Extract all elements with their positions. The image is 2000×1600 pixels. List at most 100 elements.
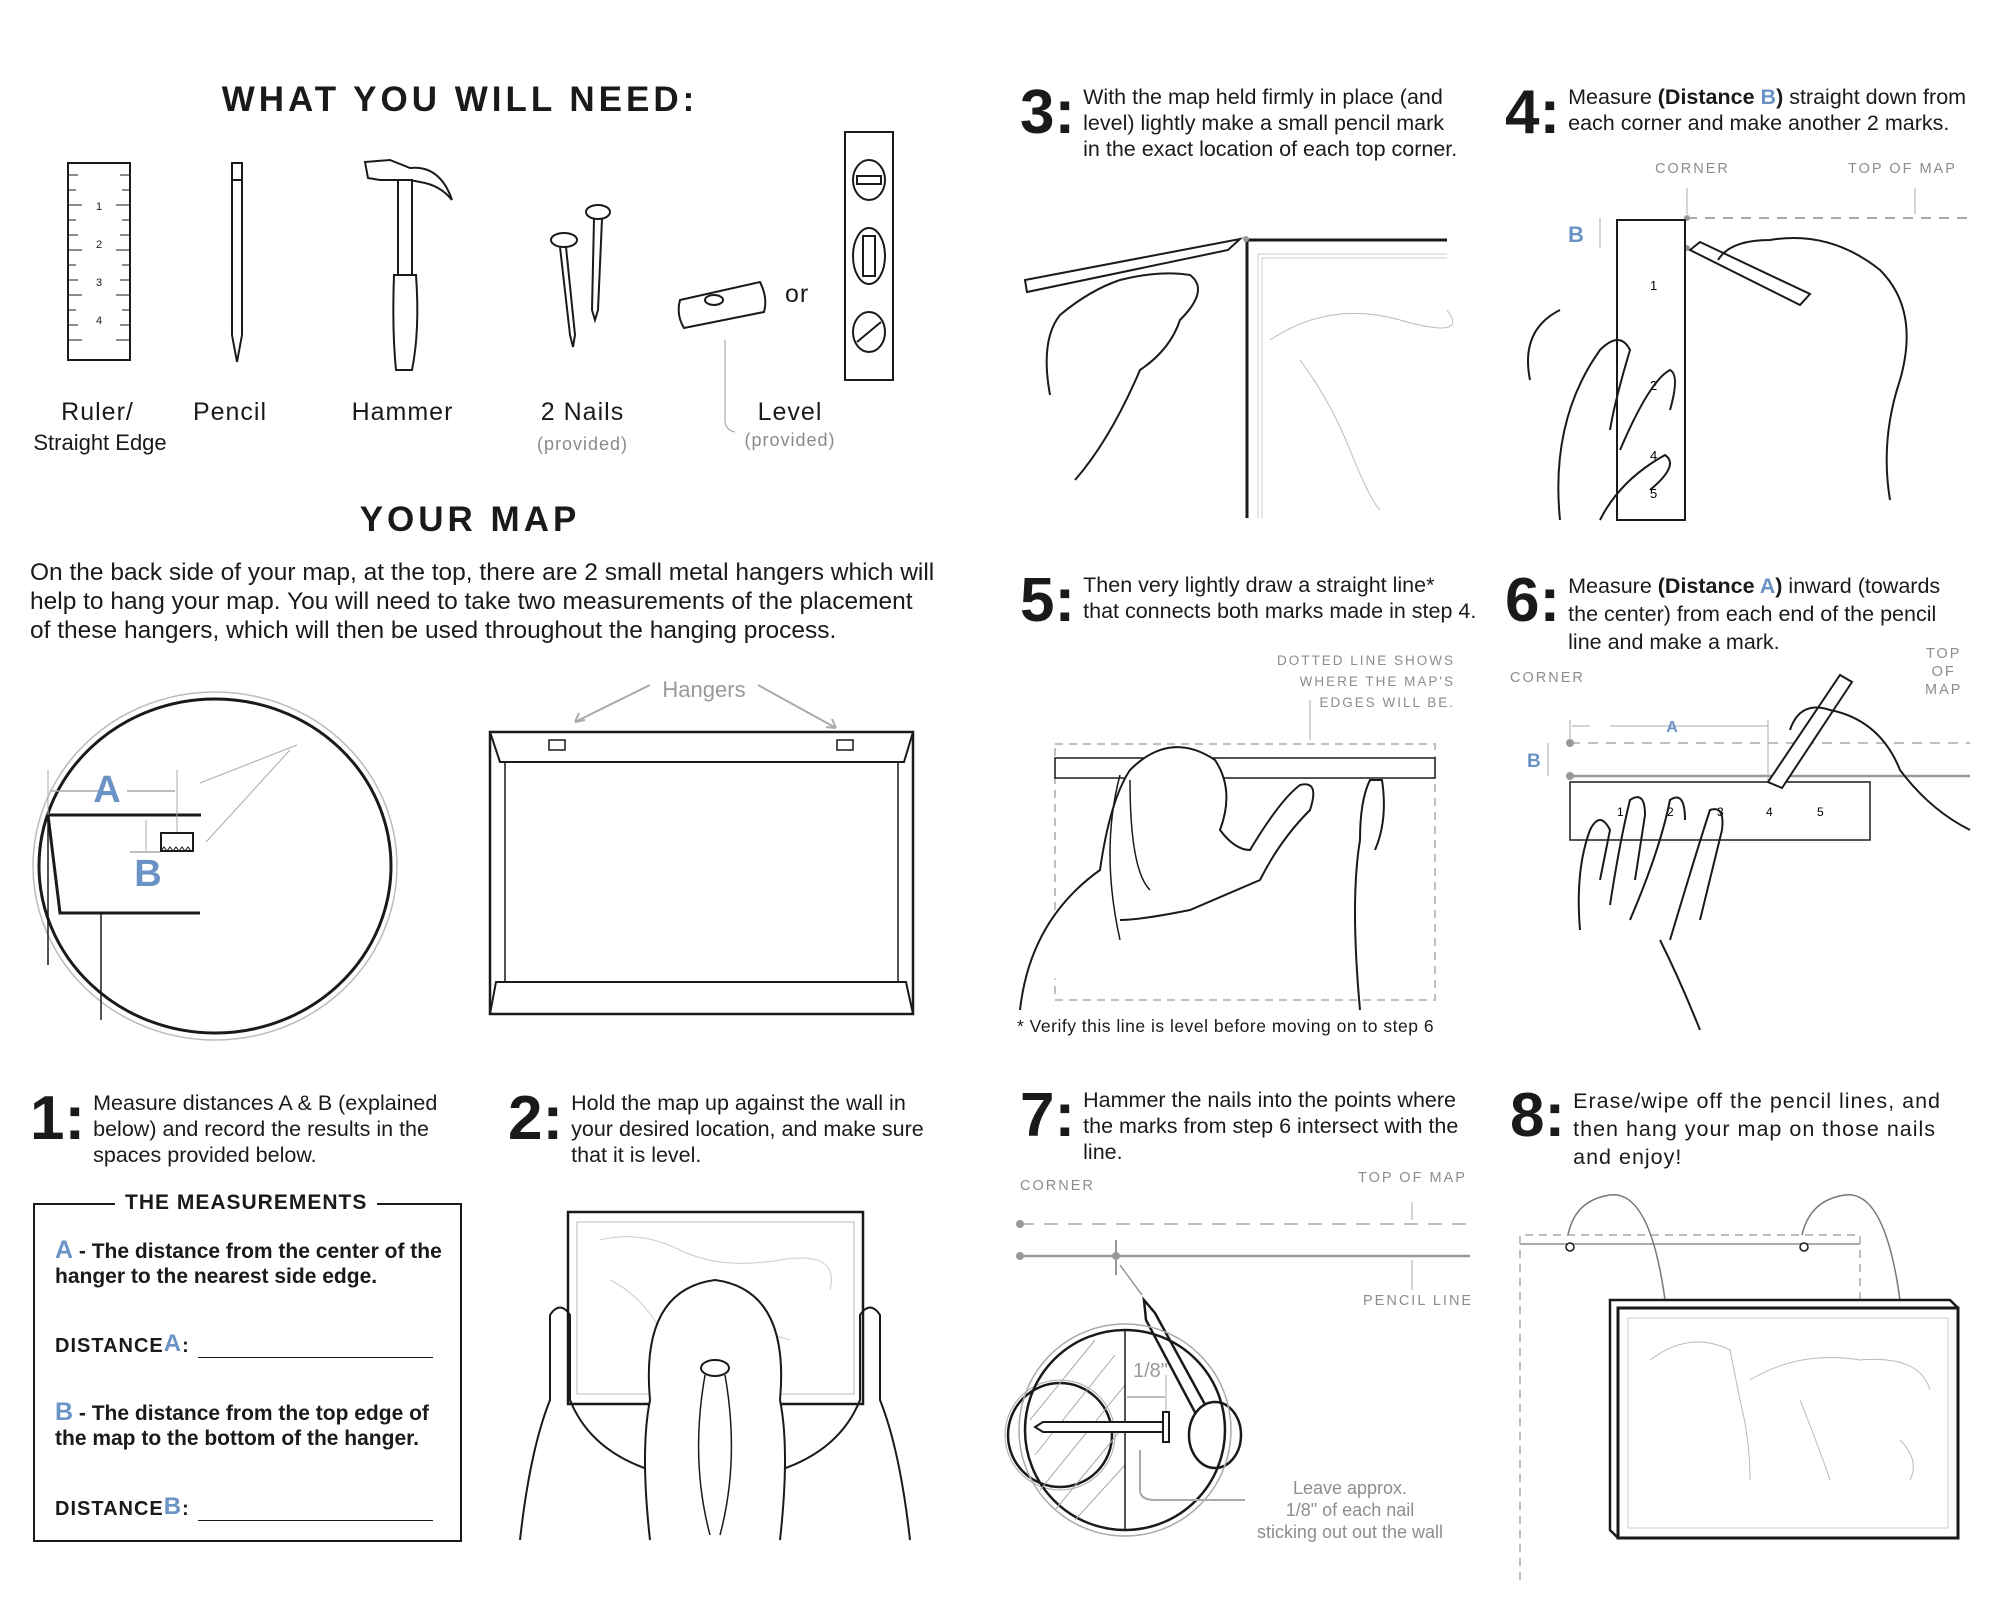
ruler-tick: 4 — [1650, 448, 1657, 463]
step-text-bold: (Distance — [1657, 574, 1760, 598]
step-text-line: With the map held firmly in place (and — [1083, 85, 1443, 109]
step-number: 4: — [1505, 78, 1561, 147]
a-label: A — [1666, 719, 1678, 736]
distance-b-field[interactable]: DISTANCE B: — [55, 1493, 433, 1521]
distance-b-letter: B — [134, 853, 161, 895]
tool-note-level: (provided) — [744, 430, 836, 450]
ruler-tick-3: 3 — [96, 277, 102, 289]
step-8-illustration — [1519, 1194, 1960, 1580]
b-desc: the map to the bottom of the hanger. — [55, 1427, 419, 1450]
hang-arrow-right — [1801, 1194, 1901, 1301]
pencil-icon — [1766, 673, 1854, 790]
right-hand-icon — [1789, 706, 1971, 831]
hanger-arrow-right — [757, 684, 837, 729]
step-text-bold: ) — [1775, 574, 1783, 598]
step-number: 6: — [1505, 566, 1561, 635]
step-text-line: below) and record the results in the — [93, 1117, 429, 1141]
ruler-tick: 4 — [1766, 805, 1773, 819]
ruler-tick-4: 4 — [96, 315, 102, 327]
step-5-illustration — [1019, 700, 1436, 1011]
nails-icon — [550, 204, 611, 348]
step-text-line: Erase/wipe off the pencil lines, and — [1573, 1089, 1942, 1113]
note-line: WHERE THE MAP'S — [1299, 674, 1455, 689]
head-hair — [644, 1278, 786, 1541]
ruler-icon — [67, 162, 131, 361]
map-edge-dashed-outline — [1054, 743, 1436, 1001]
description-line: help to hang your map. You will need to … — [30, 588, 913, 615]
distance-b-label: DISTANCE — [55, 1498, 164, 1520]
step-text: straight down from — [1783, 85, 1967, 109]
gap-label: 1/8" — [1133, 1360, 1168, 1382]
ruler-tick: 2 — [1667, 805, 1674, 819]
your-map-title: YOUR MAP — [359, 500, 581, 539]
b-label: B — [1527, 751, 1541, 772]
ruler-tick: 5 — [1650, 486, 1657, 501]
label-line: TOP — [1925, 646, 1962, 662]
tool-label-ruler: Ruler/ — [61, 398, 134, 426]
step-text-line: each corner and make another 2 marks. — [1568, 111, 1950, 135]
step-text-line: Then very lightly draw a straight line* — [1083, 573, 1435, 597]
right-arm — [1354, 779, 1385, 1011]
top-of-map-label: TOP OF MAP — [1358, 1170, 1467, 1186]
measurements-title: THE MEASUREMENTS — [115, 1191, 378, 1215]
step-5: 5: Then very lightly draw a straight lin… — [1020, 570, 1476, 632]
step-number: 1: — [30, 1084, 86, 1153]
step-text-line: Hold the map up against the wall in — [571, 1091, 906, 1115]
hanger-left-icon — [548, 739, 566, 751]
step-text-line: in the exact location of each top corner… — [1083, 137, 1458, 161]
right-hand-icon — [1717, 237, 1908, 501]
pencil-icon — [1023, 237, 1244, 294]
nail-left — [1565, 1242, 1575, 1252]
step-text-line: the center) from each end of the pencil — [1568, 602, 1937, 626]
distance-b-blank[interactable] — [197, 1519, 433, 1521]
step-6: 6: Measure (Distance A) inward (towards … — [1505, 566, 1940, 656]
map-position-dashed-outline — [1519, 1234, 1861, 1580]
or-label: or — [785, 280, 810, 308]
hanger-arrow-left — [574, 684, 651, 723]
hanger-diagram: A B Hangers — [32, 677, 915, 1041]
step-text-line: Hammer the nails into the points where — [1083, 1088, 1456, 1112]
step-3: 3: With the map held firmly in place (an… — [1020, 82, 1458, 162]
step-text: Measure — [1568, 574, 1658, 598]
ruler-icon — [1054, 757, 1436, 779]
left-hand-icon — [1577, 796, 1724, 1031]
colon: : — [182, 1498, 190, 1520]
a-desc: hanger to the nearest side edge. — [55, 1265, 378, 1288]
woman-figure — [1019, 746, 1315, 1011]
tool-label-level: Level — [757, 398, 823, 426]
step-3-illustration — [1023, 236, 1453, 518]
your-map-description: On the back side of your map, at the top… — [30, 558, 960, 645]
ruler-tick: 1 — [1617, 805, 1624, 819]
map-corner — [1245, 238, 1447, 518]
level-icon — [677, 131, 894, 381]
measurement-a-description: A - The distance from the center of the … — [55, 1238, 455, 1289]
hanger-right-icon — [836, 739, 854, 751]
distance-letter: A — [1759, 574, 1776, 598]
step-number: 2: — [508, 1084, 564, 1153]
leader-arrow — [1139, 1450, 1245, 1501]
step-text-line: the marks from step 6 intersect with the — [1083, 1114, 1459, 1138]
distance-a-blank[interactable] — [197, 1356, 433, 1358]
label-line: MAP — [1925, 682, 1963, 698]
step-text-line: and enjoy! — [1573, 1145, 1683, 1169]
tool-label-nails: 2 Nails — [540, 398, 625, 426]
ruler-tick-1: 1 — [96, 201, 102, 213]
distance-b-letter-label: B — [163, 1493, 183, 1520]
hang-arrow-left — [1567, 1194, 1666, 1301]
tool-label-pencil: Pencil — [192, 398, 268, 426]
ruler-tick: 5 — [1817, 805, 1824, 819]
framed-map — [1608, 1298, 1960, 1540]
map-outline — [1269, 309, 1453, 511]
hammer-icon — [363, 158, 453, 371]
ruler-tick-2: 2 — [96, 239, 102, 251]
b-desc: - The distance from the top edge of — [73, 1402, 429, 1425]
distance-a-field[interactable]: DISTANCE A: — [55, 1330, 433, 1358]
note-line: EDGES WILL BE. — [1319, 695, 1455, 710]
step-text: Measure — [1568, 85, 1658, 109]
description-line: On the back side of your map, at the top… — [30, 559, 935, 586]
ruler-icon — [1616, 219, 1686, 521]
